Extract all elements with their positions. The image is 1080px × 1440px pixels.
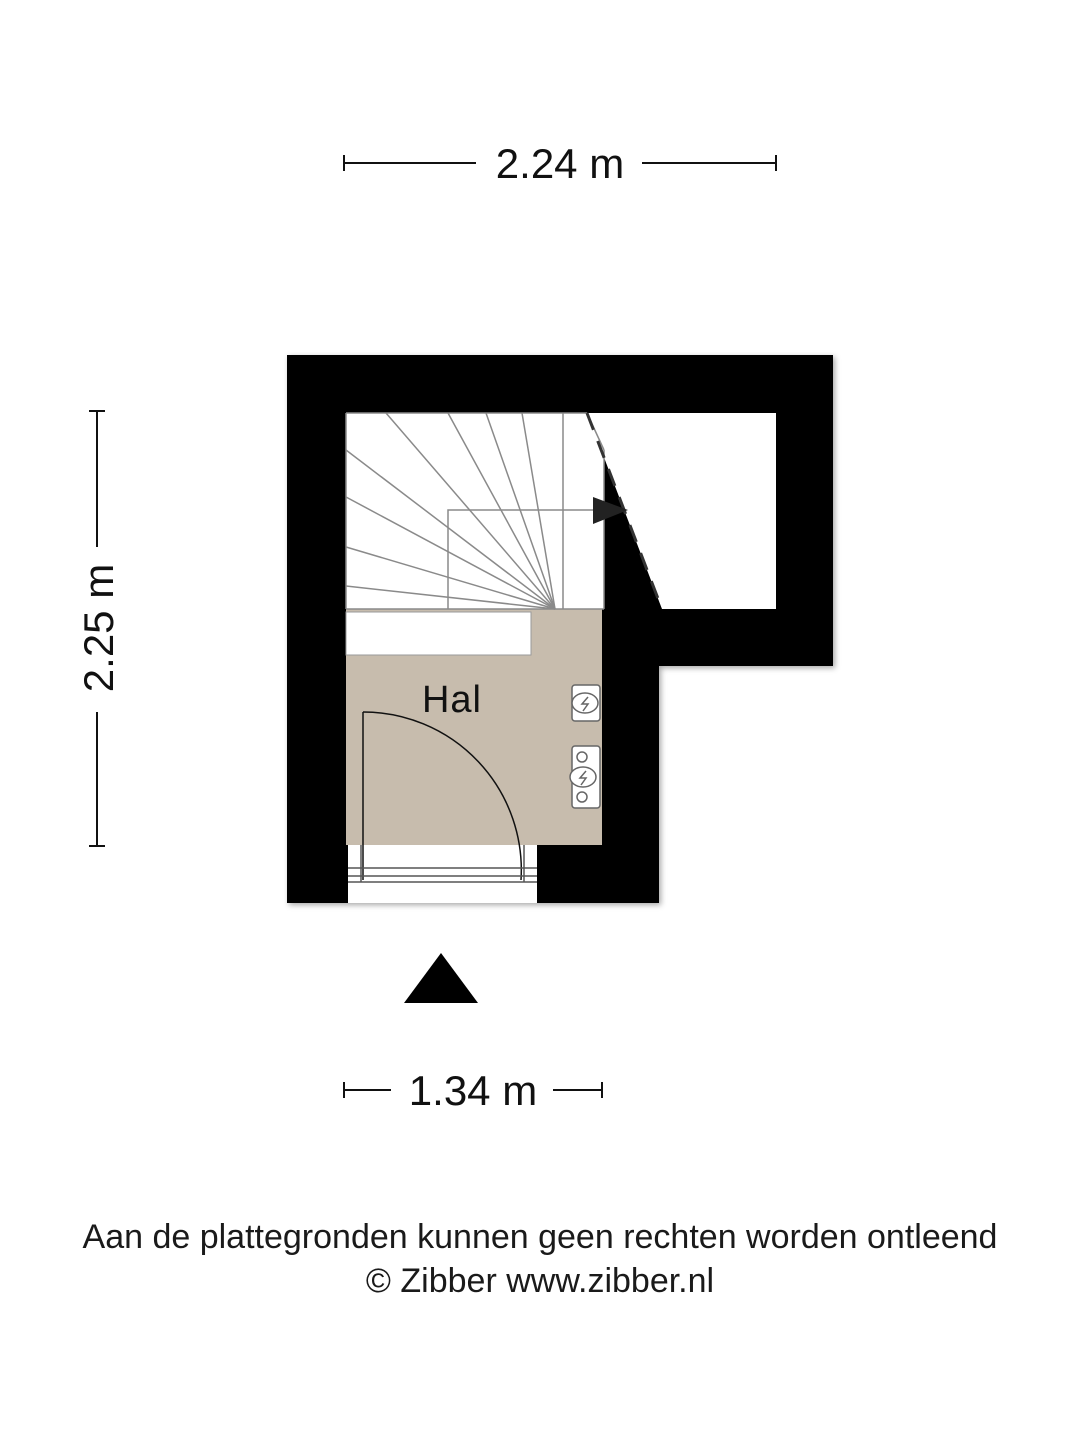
- landing-bar: [345, 611, 532, 656]
- dimension-top: 2.24 m: [343, 140, 777, 187]
- door-threshold: [348, 845, 537, 883]
- stair-direction-arrow-icon: [593, 497, 628, 524]
- stair-void: [587, 413, 776, 609]
- copyright-text: © Zibber www.zibber.nl: [365, 1262, 715, 1300]
- entrance-arrow-icon: [404, 953, 478, 1003]
- meter-icon: [571, 684, 601, 722]
- stair-area: [346, 413, 604, 609]
- stair-lines: [345, 412, 605, 610]
- dimension-bottom-label: 1.34 m: [409, 1067, 537, 1114]
- dimension-left-label: 2.25 m: [75, 564, 122, 692]
- dimension-bottom: 1.34 m: [343, 1067, 603, 1114]
- dimension-top-label: 2.24 m: [496, 140, 624, 187]
- door-opening: [348, 845, 537, 903]
- meter-icon: [569, 745, 601, 809]
- dimension-left: 2.25 m: [75, 410, 122, 847]
- disclaimer-text: Aan de plattegronden kunnen geen rechten…: [82, 1218, 998, 1256]
- door: [362, 711, 523, 881]
- room-label-hal: Hal: [422, 679, 482, 721]
